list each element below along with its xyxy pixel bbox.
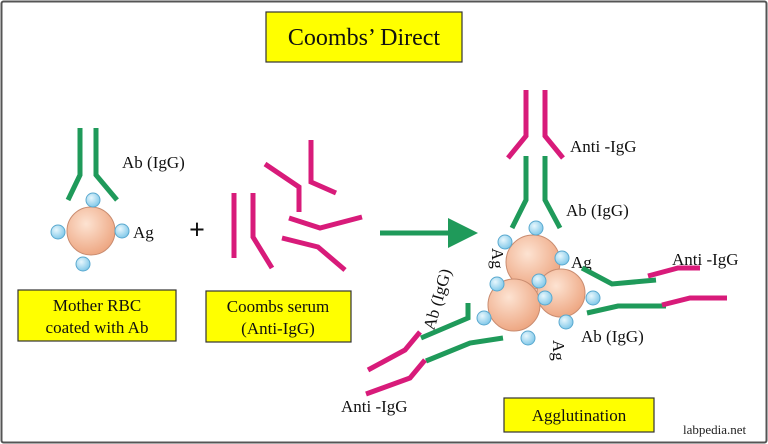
ag-bottom-rotated-label: Ag: [549, 340, 568, 361]
title-box-bg: [265, 11, 463, 63]
anti-igg-top: [506, 90, 565, 160]
agglutination-label: Agglutination: [532, 406, 627, 425]
reaction-arrow: [380, 218, 478, 248]
serum-antibody-5: [281, 235, 347, 272]
left-antibody-arm-l: [65, 128, 83, 202]
cluster-rbc-left: [487, 278, 541, 332]
cluster-antigen-5: [489, 276, 505, 292]
coombs-serum-line2: (Anti-IgG): [241, 319, 315, 338]
coombs-serum-box-bg: [205, 290, 352, 343]
serum-antibody-4: [288, 214, 363, 231]
mother-rbc-line1: Mother RBC: [53, 296, 141, 315]
left-ab-label: Ab (IgG): [122, 153, 185, 172]
cluster-antigen-8: [476, 310, 492, 326]
agglutination-box-bg: [503, 397, 655, 433]
anti-igg-lower-left: [365, 330, 427, 397]
serum-antibody-2: [263, 161, 302, 212]
ab-igg-left-rotated-label: Ab (IgG): [420, 267, 456, 333]
serum-antibody-3: [308, 140, 338, 196]
ab-igg-top: [509, 156, 563, 230]
ag-left-rotated-label: Ag: [488, 248, 507, 269]
ag-right-label: Ag: [571, 253, 592, 272]
mother-rbc-box-bg: [17, 289, 177, 342]
mother-rbc-box: Mother RBC coated with Ab: [17, 289, 177, 342]
serum-antibody-1: [231, 193, 275, 270]
anti-igg-right-label: Anti -IgG: [672, 250, 739, 269]
left-ag-label: Ag: [133, 223, 154, 242]
ab-igg-lower-left: [420, 303, 504, 364]
left-antibody: [65, 128, 119, 202]
cluster-antigen-2: [497, 234, 513, 250]
cluster-antigen-10: [558, 314, 574, 330]
ab-igg-right: [580, 265, 666, 316]
plus-sign: +: [189, 215, 205, 246]
cluster-antigen-9: [520, 330, 536, 346]
coombs-serum-box: Coombs serum (Anti-IgG): [205, 290, 352, 343]
watermark: labpedia.net: [683, 422, 747, 437]
anti-igg-right: [647, 265, 727, 308]
left-antigen-right: [114, 223, 130, 239]
cluster-antigen-3: [554, 250, 570, 266]
ab-igg-bottom-label: Ab (IgG): [581, 327, 644, 346]
mother-rbc-line2: coated with Ab: [46, 318, 149, 337]
anti-igg-bottom-label: Anti -IgG: [341, 397, 408, 416]
left-rbc: [66, 206, 116, 256]
cluster-antigen-4: [531, 273, 547, 289]
cluster-antigen-6: [537, 290, 553, 306]
ab-igg-top-label: Ab (IgG): [566, 201, 629, 220]
cluster-antigen-1: [528, 220, 544, 236]
left-antigen-top: [85, 192, 101, 208]
coombs-serum-line1: Coombs serum: [227, 297, 329, 316]
left-antigen-left: [50, 224, 66, 240]
cluster-antigen-7: [585, 290, 601, 306]
title-box: Coombs’ Direct: [265, 11, 463, 63]
page-title: Coombs’ Direct: [288, 25, 441, 51]
left-antibody-arm-r: [93, 128, 119, 202]
anti-igg-top-label: Anti -IgG: [570, 137, 637, 156]
left-antigen-bottom: [75, 256, 91, 272]
agglutination-box: Agglutination: [503, 397, 655, 433]
